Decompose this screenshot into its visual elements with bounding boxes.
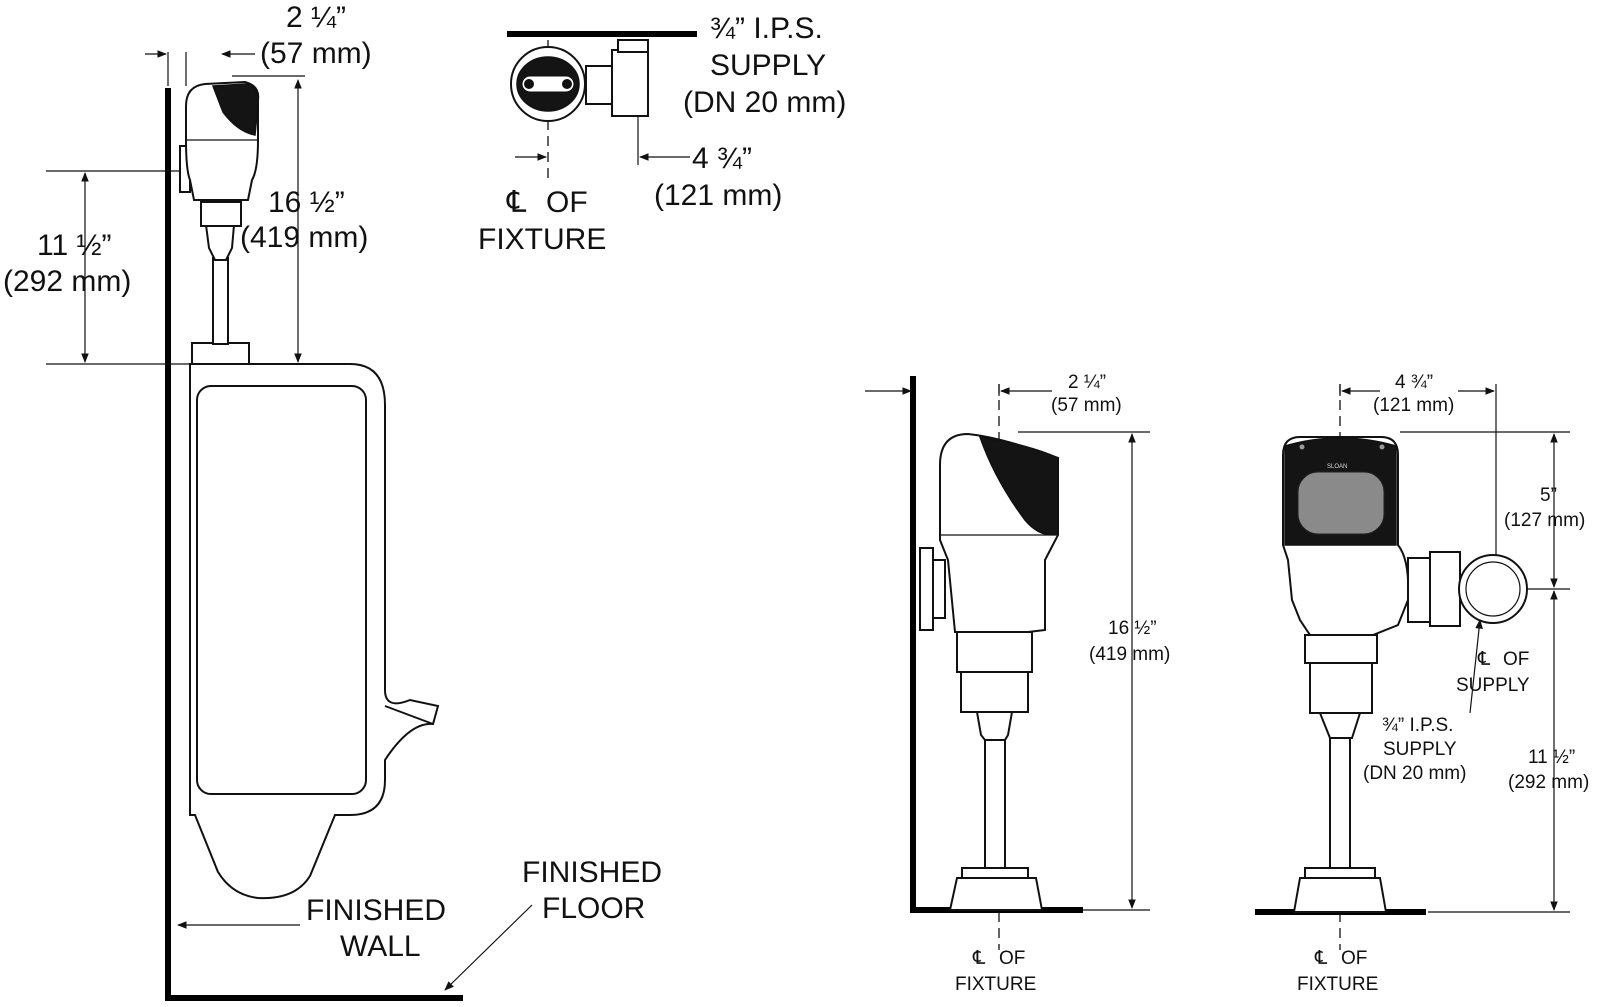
top-cl-of: OF (546, 186, 588, 219)
side-sensor-window (978, 436, 1059, 536)
valve-flush-tube (212, 257, 229, 345)
front-supply-height-mm: (292 mm) (1508, 772, 1589, 793)
valve-spud-base (191, 342, 250, 365)
side-cl-of: OF (999, 948, 1025, 969)
front-nut-lower (1309, 662, 1373, 714)
front-top-to-supply-in: 5” (1540, 485, 1557, 506)
urinal-body (189, 363, 440, 900)
front-ips-size: ¾” I.P.S. (1382, 715, 1453, 736)
side-flush-tube (984, 739, 1006, 871)
top-view-coupling (585, 65, 613, 105)
top-supply-size: ¾” I.P.S. (710, 12, 823, 45)
top-view-sensor-dot-right (562, 79, 572, 89)
side-fixture: FIXTURE (955, 974, 1036, 995)
top-plan-view: ¾” I.P.S. SUPPLY (DN 20 mm) 4 ¾” (121 mm… (478, 12, 846, 256)
front-supply-height-in: 11 ½” (1528, 747, 1575, 768)
front-top-to-supply-mm: (127 mm) (1504, 510, 1585, 531)
urinal-lip (384, 705, 434, 725)
front-supply-stop-inner (1465, 561, 1521, 617)
side-nut-lower (960, 671, 1029, 713)
front-supply-cl-symbol: ℄ (1477, 649, 1491, 670)
left-height-in: 16 ½” (268, 186, 345, 219)
front-tube-taper (1318, 712, 1362, 739)
finished-floor-label-1: FINISHED (522, 856, 662, 889)
side-setback-in: 2 ¼” (1068, 372, 1106, 393)
front-offset-mm: (121 mm) (1373, 395, 1454, 416)
side-elevation-view: 2 ¼” (57 mm) 16 ½” (419 mm) ℄ OF FIXTURE (865, 372, 1170, 995)
front-elevation-view: SLOAN 4 ¾” (121 mm) 5” (127 mm) 11 ½” (2… (1255, 372, 1589, 995)
valve-sensor-window (211, 83, 259, 136)
side-tube-taper (975, 711, 1014, 741)
side-setback-mm: (57 mm) (1051, 395, 1122, 416)
finished-floor-label-2: FLOOR (542, 892, 645, 925)
top-fixture: FIXTURE (478, 223, 606, 256)
front-supply-stop (1458, 554, 1528, 624)
top-view-stop (611, 49, 649, 117)
left-height-mm: (419 mm) (240, 221, 368, 254)
top-view-sensor-band (521, 75, 575, 93)
urinal-face-panel (196, 385, 367, 795)
finished-floor-leader (444, 904, 533, 991)
front-supply-cl-word: SUPPLY (1456, 675, 1530, 696)
side-valve-nut (956, 631, 1033, 673)
front-flush-tube (1329, 737, 1351, 871)
side-height-in: 16 ½” (1108, 618, 1157, 639)
valve-tube-taper (204, 224, 236, 261)
front-cl-symbol: ℄ (1314, 948, 1328, 969)
valve-nut (200, 201, 242, 227)
front-ips-supply: SUPPLY (1383, 739, 1457, 760)
front-supply-nut (1429, 551, 1461, 627)
side-spud-base (948, 877, 1044, 911)
front-brand: SLOAN (1327, 464, 1347, 470)
left-supply-height-mm: (292 mm) (3, 265, 131, 298)
side-coupling-nut (932, 559, 946, 619)
top-cl-symbol: ℄ (506, 186, 527, 219)
side-tube-collar (961, 867, 1029, 879)
front-supply-cl-of: OF (1503, 649, 1529, 670)
top-view-stop-cap (617, 39, 649, 53)
front-ips-dn: (DN 20 mm) (1363, 763, 1466, 784)
left-setback-in: 2 ¼” (286, 1, 346, 34)
side-supply-coupling (919, 547, 934, 631)
top-supply-dn: (DN 20 mm) (683, 86, 846, 119)
top-offset-mm: (121 mm) (654, 179, 782, 212)
front-tube-collar (1304, 867, 1376, 879)
left-supply-height-in: 11 ½” (37, 229, 112, 262)
front-cl-of: OF (1341, 948, 1367, 969)
top-supply-word: SUPPLY (710, 49, 826, 82)
front-valve-nut (1304, 634, 1378, 664)
front-spud-base (1292, 877, 1388, 913)
finished-wall-label-2: WALL (340, 930, 421, 963)
front-fixture: FIXTURE (1297, 974, 1378, 995)
top-view-sensor-dot-left (524, 79, 534, 89)
front-indicator-right (1379, 444, 1385, 450)
left-setback-mm: (57 mm) (260, 37, 372, 70)
side-height-mm: (419 mm) (1089, 644, 1170, 665)
front-offset-in: 4 ¾” (1395, 372, 1433, 393)
front-indicator-left (1299, 444, 1305, 450)
front-ips-leader (1469, 619, 1483, 714)
top-offset-in: 4 ¾” (692, 142, 752, 175)
finished-wall-label-1: FINISHED (306, 894, 446, 927)
left-elevation-view: 2 ¼” (57 mm) 16 ½” (419 mm) 11 ½” (292 m… (3, 1, 662, 1001)
side-cl-symbol: ℄ (972, 948, 986, 969)
front-sensor-window (1297, 471, 1385, 535)
front-supply-coupling (1407, 557, 1431, 623)
